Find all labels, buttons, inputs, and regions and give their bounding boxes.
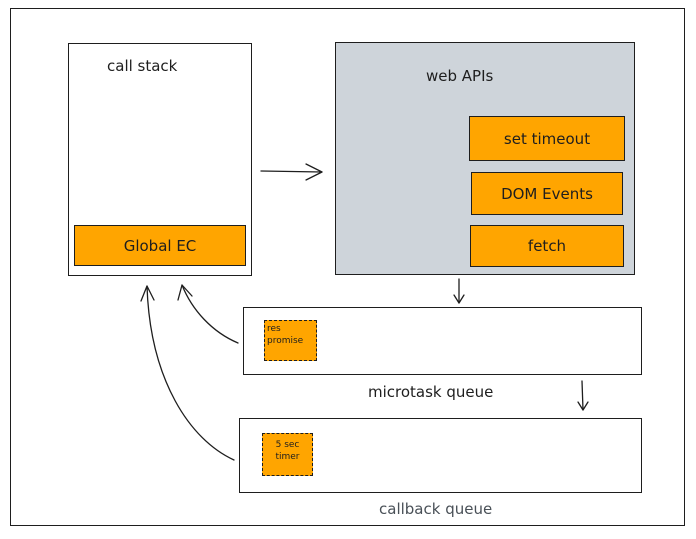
microtask-item-line1: res bbox=[267, 324, 281, 334]
call-stack-box: call stack Global EC bbox=[68, 43, 252, 276]
call-stack-item-global-ec: Global EC bbox=[74, 225, 246, 266]
microtask-item-line2: promise bbox=[267, 336, 304, 346]
call-stack-title: call stack bbox=[107, 57, 178, 75]
web-apis-box: web APIs set timeout DOM Events fetch bbox=[335, 42, 635, 275]
callback-queue-box: 5 sec timer bbox=[239, 418, 642, 493]
diagram-frame bbox=[10, 8, 685, 526]
callback-item-line2: timer bbox=[275, 452, 300, 462]
callback-item-line1: 5 sec bbox=[275, 440, 300, 450]
microtask-queue-box: res promise bbox=[243, 307, 642, 375]
web-api-item-set-timeout: set timeout bbox=[469, 116, 625, 161]
microtask-item-res-promise: res promise bbox=[264, 320, 317, 361]
callback-queue-label: callback queue bbox=[379, 500, 493, 518]
web-api-item-fetch: fetch bbox=[470, 225, 624, 267]
microtask-queue-label: microtask queue bbox=[368, 383, 494, 401]
web-apis-title: web APIs bbox=[426, 67, 494, 85]
callback-item-5-sec-timer: 5 sec timer bbox=[262, 433, 313, 476]
web-api-item-dom-events: DOM Events bbox=[471, 172, 623, 215]
